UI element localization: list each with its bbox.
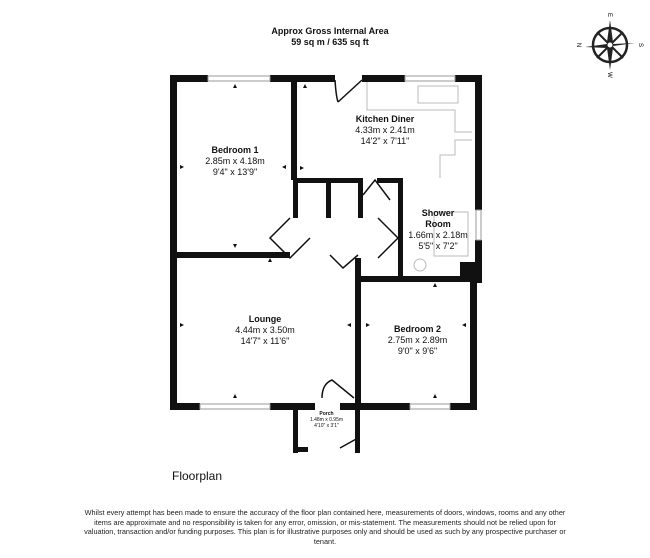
area-value: 59 sq m / 635 sq ft (291, 37, 369, 47)
room-metric: 2.75m x 2.89m (387, 335, 448, 345)
dimension-markers (180, 84, 466, 398)
floorplan-caption: Floorplan (172, 469, 223, 483)
room-name: Bedroom 2 (393, 324, 441, 334)
room-imperial: 14'2" x 7'11" (360, 136, 410, 146)
doors (268, 79, 400, 449)
room-name: Shower Room (421, 208, 455, 229)
room-porch: Porch 1.48m x 0.95m 4'10" x 3'1" (298, 411, 355, 429)
room-name: Porch (319, 411, 334, 417)
room-name: Kitchen Diner (355, 114, 415, 124)
room-metric: 4.44m x 3.50m (235, 325, 295, 335)
room-lounge: Lounge 4.44m x 3.50m 14'7" x 11'6" (210, 314, 320, 347)
room-imperial: 9'4" x 13'9" (212, 167, 258, 177)
room-bedroom-1: Bedroom 1 2.85m x 4.18m 9'4" x 13'9" (185, 145, 285, 178)
room-imperial: 14'7" x 11'6" (240, 336, 290, 346)
compass-s: S (637, 43, 643, 47)
floorplan-drawing (170, 75, 482, 453)
walls (170, 75, 482, 453)
kitchen-units (366, 82, 472, 272)
room-name: Lounge (248, 314, 282, 324)
room-kitchen-diner: Kitchen Diner 4.33m x 2.41m 14'2" x 7'11… (330, 114, 440, 147)
compass-rose-icon: E N S W (575, 13, 643, 78)
room-bedroom-2: Bedroom 2 2.75m x 2.89m 9'0" x 9'6" (365, 324, 470, 357)
room-metric: 1.66m x 2.18m (408, 230, 468, 240)
room-imperial: 5'5" x 7'2" (418, 241, 458, 251)
room-imperial: 4'10" x 3'1" (314, 423, 339, 429)
room-metric: 2.85m x 4.18m (205, 156, 265, 166)
room-imperial: 9'0" x 9'6" (397, 346, 438, 356)
area-header: Approx Gross Internal Area 59 sq m / 635… (230, 26, 430, 48)
room-metric: 4.33m x 2.41m (355, 125, 415, 135)
room-shower-room: Shower Room 1.66m x 2.18m 5'5" x 7'2" (403, 208, 473, 252)
windows (199, 75, 482, 410)
area-title: Approx Gross Internal Area (271, 26, 389, 36)
compass-w: W (606, 72, 612, 78)
disclaimer: Whilst every attempt has been made to en… (84, 508, 566, 546)
room-metric: 1.48m x 0.95m (309, 417, 344, 423)
compass-n: N (575, 43, 581, 47)
compass-e: E (606, 13, 612, 17)
room-name: Bedroom 1 (211, 145, 259, 155)
